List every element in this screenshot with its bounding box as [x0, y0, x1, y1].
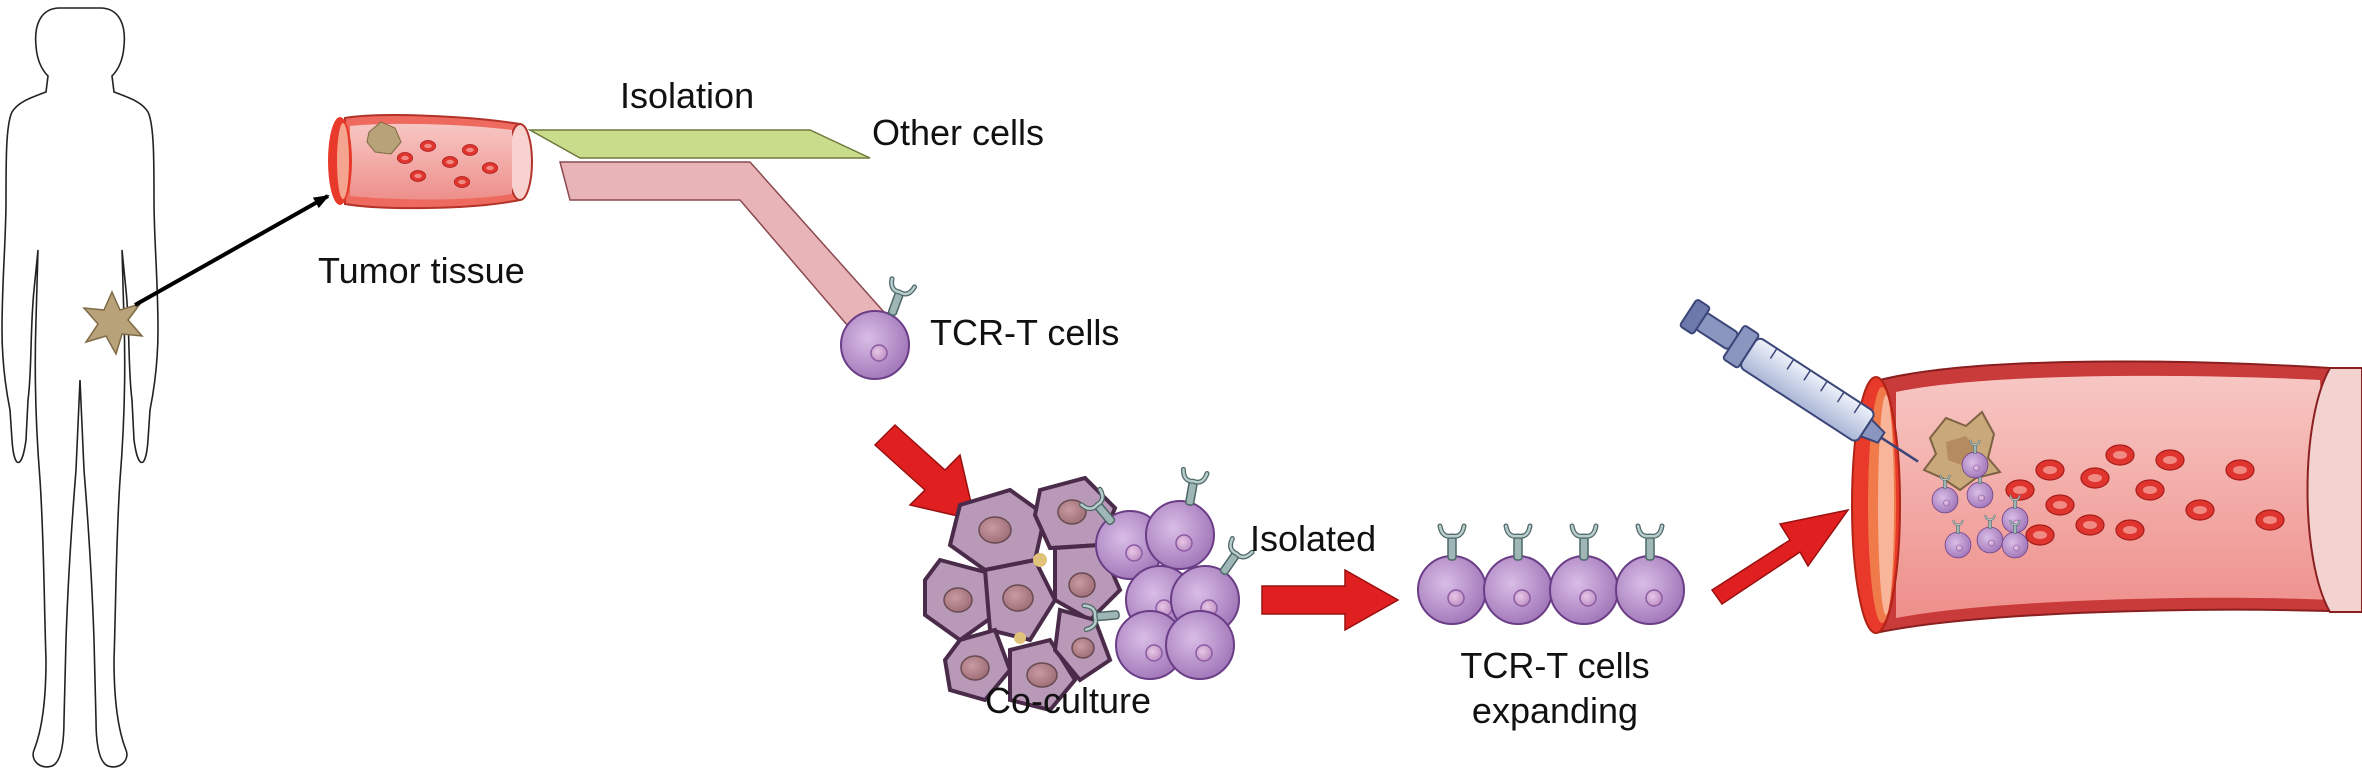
label-isolated: Isolated	[1250, 518, 1377, 559]
label-tcr-t-cells: TCR-T cells	[930, 312, 1120, 353]
tumor-tissue-vessel	[328, 114, 533, 210]
co-culture-group	[923, 469, 1252, 713]
syringe-icon	[1679, 299, 1919, 463]
red-arrow-infusion	[1710, 508, 1850, 606]
label-expanding-line1: TCR-T cells	[1460, 645, 1650, 686]
label-other-cells: Other cells	[872, 112, 1045, 153]
label-expanding-line2: expanding	[1471, 690, 1639, 731]
red-arrow-to-coculture	[873, 423, 977, 522]
red-arrow-isolated	[1261, 568, 1400, 632]
expanding-tcr-t-cells	[1417, 526, 1685, 625]
label-isolation: Isolation	[620, 75, 755, 116]
label-tumor-tissue: Tumor tissue	[318, 250, 525, 291]
tcr-t-cells-band	[559, 161, 902, 341]
human-silhouette-icon	[1, 7, 159, 768]
large-blood-vessel	[1851, 360, 2362, 634]
label-co-culture: Co-culture	[985, 680, 1152, 721]
biopsy-arrow	[134, 194, 330, 307]
other-cells-band	[527, 129, 871, 159]
